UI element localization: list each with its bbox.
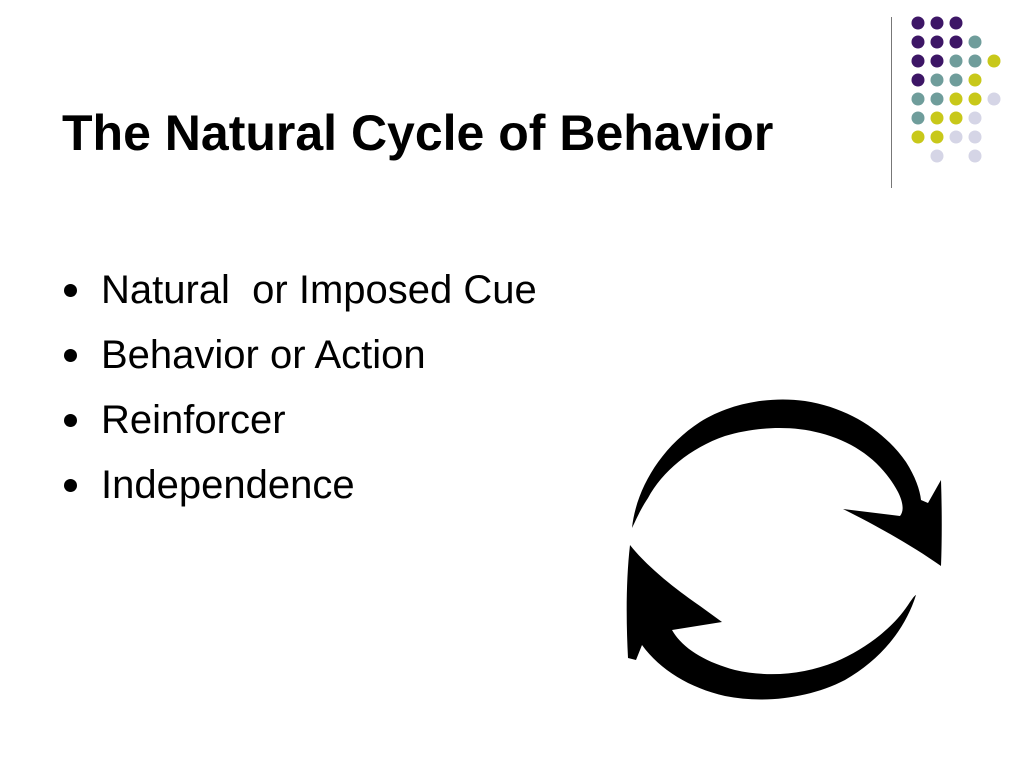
bullet-dot [64, 349, 77, 362]
grid-dot [968, 54, 982, 68]
grid-dot [949, 54, 963, 68]
bullet-dot [64, 414, 77, 427]
grid-dot [949, 111, 963, 125]
grid-dot [911, 130, 925, 144]
grid-dot [987, 54, 1001, 68]
grid-dot [968, 35, 982, 49]
grid-dot [987, 92, 1001, 106]
grid-dot [911, 92, 925, 106]
bullet-dot [64, 284, 77, 297]
grid-dot [911, 54, 925, 68]
grid-dot [949, 92, 963, 106]
grid-dot [949, 73, 963, 87]
bullet-text: Reinforcer [101, 398, 286, 442]
grid-dot [930, 149, 944, 163]
grid-dot [968, 149, 982, 163]
dot-grid-decoration [911, 16, 1001, 163]
cycle-arrow-bottom [626, 545, 916, 700]
bullet-item: Natural or Imposed Cue [62, 262, 537, 327]
grid-dot [968, 130, 982, 144]
bullet-item: Behavior or Action [62, 327, 537, 392]
grid-dot [968, 111, 982, 125]
grid-dot [911, 35, 925, 49]
bullet-text: Behavior or Action [101, 333, 426, 377]
grid-dot [930, 111, 944, 125]
grid-dot [930, 54, 944, 68]
grid-dot [911, 16, 925, 30]
grid-dot [930, 16, 944, 30]
circular-arrows-icon [626, 399, 942, 700]
bullet-text: Natural or Imposed Cue [101, 268, 537, 312]
title-divider [891, 17, 892, 188]
bullet-dot [64, 479, 77, 492]
cycle-arrow-top [632, 399, 942, 566]
grid-dot [949, 35, 963, 49]
grid-dot [930, 130, 944, 144]
grid-dot [968, 92, 982, 106]
grid-dot [930, 92, 944, 106]
grid-dot [949, 16, 963, 30]
grid-dot [911, 73, 925, 87]
grid-dot [968, 73, 982, 87]
bullet-list: Natural or Imposed Cue Behavior or Actio… [62, 262, 537, 522]
grid-dot [930, 73, 944, 87]
bullet-item: Independence [62, 457, 537, 522]
grid-dot [930, 35, 944, 49]
slide-title: The Natural Cycle of Behavior [62, 105, 774, 161]
bullet-text: Independence [101, 463, 355, 507]
bullet-item: Reinforcer [62, 392, 537, 457]
grid-dot [911, 111, 925, 125]
grid-dot [949, 130, 963, 144]
